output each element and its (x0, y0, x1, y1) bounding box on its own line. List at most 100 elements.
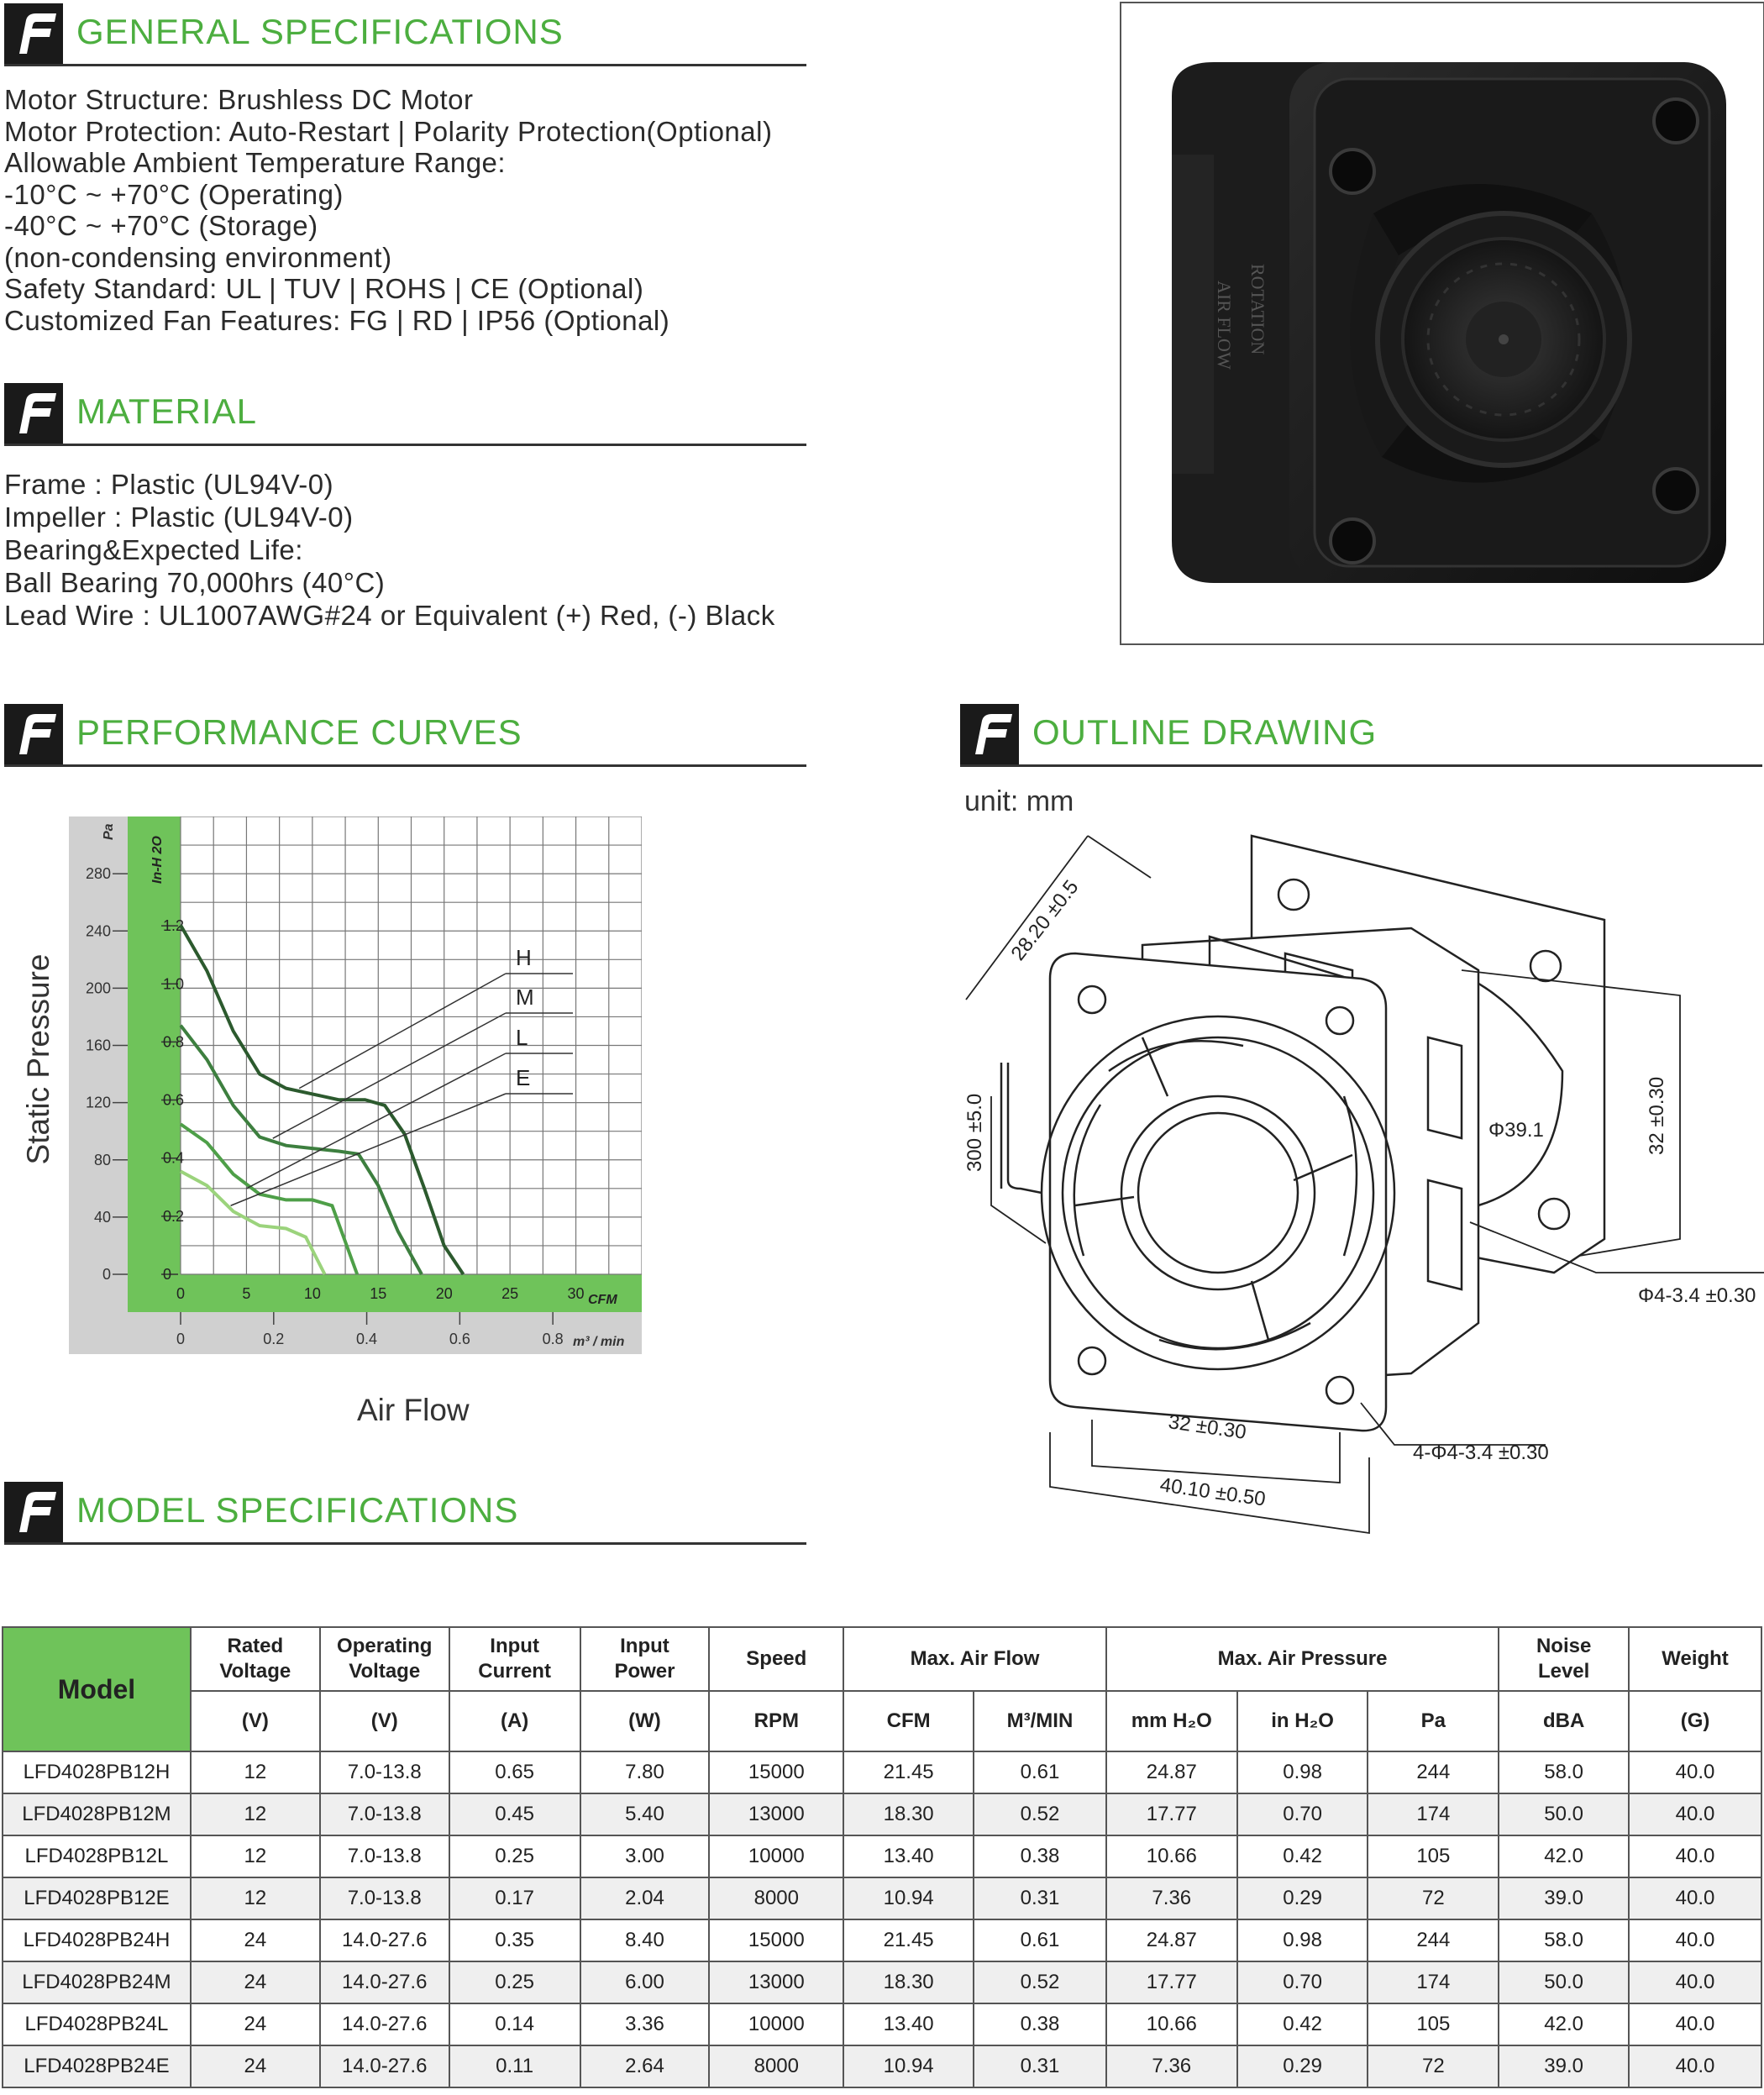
rotation-label: ROTATION (1247, 264, 1268, 354)
table-cell: 15000 (708, 1919, 845, 1962)
section-title: OUTLINE DRAWING (1032, 712, 1378, 752)
table-cell: 13.40 (843, 1835, 975, 1878)
unit-cell: (A) (448, 1690, 581, 1752)
model-name-cell: LFD4028PB12E (2, 1877, 192, 1920)
y-tick-label-pa: 120 (86, 1095, 111, 1111)
table-cell: 7.36 (1105, 2045, 1238, 2088)
unit-cell: RPM (708, 1690, 845, 1752)
table-cell: 14.0-27.6 (318, 1919, 450, 1962)
table-cell: 0.98 (1236, 1919, 1369, 1962)
y-tick-label-pa: 280 (86, 865, 111, 882)
table-cell: 0.70 (1236, 1793, 1369, 1836)
table-cell: 0.61 (973, 1751, 1107, 1794)
table-cell: 0.29 (1236, 1877, 1369, 1920)
x-tick-label-m3: 0.8 (543, 1331, 564, 1347)
performance-chart: 04080120160200240280Pa00.20.40.60.81.01.… (69, 816, 642, 1354)
spec-line: (non-condensing environment) (4, 241, 392, 273)
table-cell: 24 (189, 2003, 321, 2046)
table-cell: 24 (189, 1919, 321, 1962)
table-cell: 244 (1367, 1919, 1500, 1962)
x-unit-m3: m³ / min (573, 1335, 625, 1349)
legend-label: E (516, 1065, 530, 1090)
table-cell: 12 (189, 1835, 321, 1878)
y-tick-label-inh2o: 0.6 (163, 1092, 184, 1109)
table-cell: 40.0 (1628, 1751, 1762, 1794)
table-cell: 0.70 (1236, 1961, 1369, 2004)
table-cell: 3.36 (579, 2003, 711, 2046)
y-tick-label-pa: 40 (94, 1209, 111, 1226)
table-cell: 7.80 (579, 1751, 711, 1794)
y-tick-label-inh2o: 1.2 (163, 917, 184, 934)
table-cell: 13000 (708, 1961, 845, 2004)
table-cell: 7.0-13.8 (318, 1751, 450, 1794)
legend-arrow (246, 1053, 507, 1189)
table-cell: 40.0 (1628, 1835, 1762, 1878)
unit-cell: mm H₂O (1105, 1690, 1238, 1752)
spec-line: Bearing&Expected Life: (4, 534, 303, 565)
model-name-cell: LFD4028PB24M (2, 1961, 192, 2004)
dim-hole-spacing-v: 32 ±0.30 (1646, 1077, 1668, 1155)
table-cell: 17.77 (1105, 1961, 1238, 2004)
outline-unit: unit: mm (964, 785, 1074, 817)
section-title: GENERAL SPECIFICATIONS (76, 12, 564, 51)
table-cell: 24.87 (1105, 1919, 1238, 1962)
legend-arrow (230, 1093, 507, 1206)
table-cell: 21.45 (843, 1751, 975, 1794)
spec-line: Allowable Ambient Temperature Range: (4, 147, 507, 178)
table-cell: 0.38 (973, 2003, 1107, 2046)
unit-cell: CFM (843, 1690, 975, 1752)
table-cell: 8.40 (579, 1919, 711, 1962)
table-cell: 0.31 (973, 2045, 1107, 2088)
legend-label: M (516, 984, 534, 1010)
table-cell: 0.25 (448, 1835, 581, 1878)
table-cell: 0.52 (973, 1793, 1107, 1836)
table-cell: 14.0-27.6 (318, 2003, 450, 2046)
x-tick-label-cfm: 5 (242, 1285, 250, 1302)
x-tick-label-m3: 0.4 (356, 1331, 377, 1347)
table-cell: 21.45 (843, 1919, 975, 1962)
model-name-cell: LFD4028PB24L (2, 2003, 192, 2046)
section-title: PERFORMANCE CURVES (76, 712, 522, 752)
unit-cell: dBA (1498, 1690, 1630, 1752)
unit-cell: Pa (1367, 1690, 1500, 1752)
spec-line: Impeller : Plastic (UL94V-0) (4, 501, 354, 533)
x-tick-label-cfm: 20 (436, 1285, 453, 1302)
x-tick-label-m3: 0.2 (263, 1331, 284, 1347)
y-tick-label-pa: 200 (86, 979, 111, 996)
brand-logo-icon (4, 3, 63, 64)
x-tick-label-cfm: 10 (304, 1285, 321, 1302)
table-cell: 0.38 (973, 1835, 1107, 1878)
material-spec-list: Frame : Plastic (UL94V-0) Impeller : Pla… (4, 468, 775, 632)
y-unit-pa: Pa (102, 823, 116, 840)
legend-arrow (272, 1012, 507, 1139)
unit-cell: (V) (189, 1690, 321, 1752)
legend-label: H (516, 945, 532, 970)
table-cell: 0.25 (448, 1961, 581, 2004)
spec-line: Safety Standard: UL | TUV | ROHS | CE (O… (4, 273, 644, 304)
model-name-cell: LFD4028PB12H (2, 1751, 192, 1794)
table-cell: 0.29 (1236, 2045, 1369, 2088)
table-cell: 39.0 (1498, 2045, 1630, 2088)
general-spec-list: Motor Structure: Brushless DC Motor Moto… (4, 84, 772, 336)
x-unit-cfm: CFM (588, 1293, 617, 1307)
table-cell: 0.42 (1236, 2003, 1369, 2046)
table-cell: 7.0-13.8 (318, 1877, 450, 1920)
table-cell: 0.11 (448, 2045, 581, 2088)
table-cell: 244 (1367, 1751, 1500, 1794)
y-unit-inh2o: In-H 2O (150, 836, 165, 884)
dim-diameter: Φ39.1 (1488, 1119, 1544, 1142)
legend-label: L (516, 1025, 528, 1050)
col-speed: Speed (708, 1626, 845, 1692)
dim-hole-back: Φ4-3.4 ±0.30 (1638, 1284, 1756, 1307)
table-cell: 10.94 (843, 1877, 975, 1920)
table-cell: 50.0 (1498, 1961, 1630, 2004)
table-cell: 0.61 (973, 1919, 1107, 1962)
